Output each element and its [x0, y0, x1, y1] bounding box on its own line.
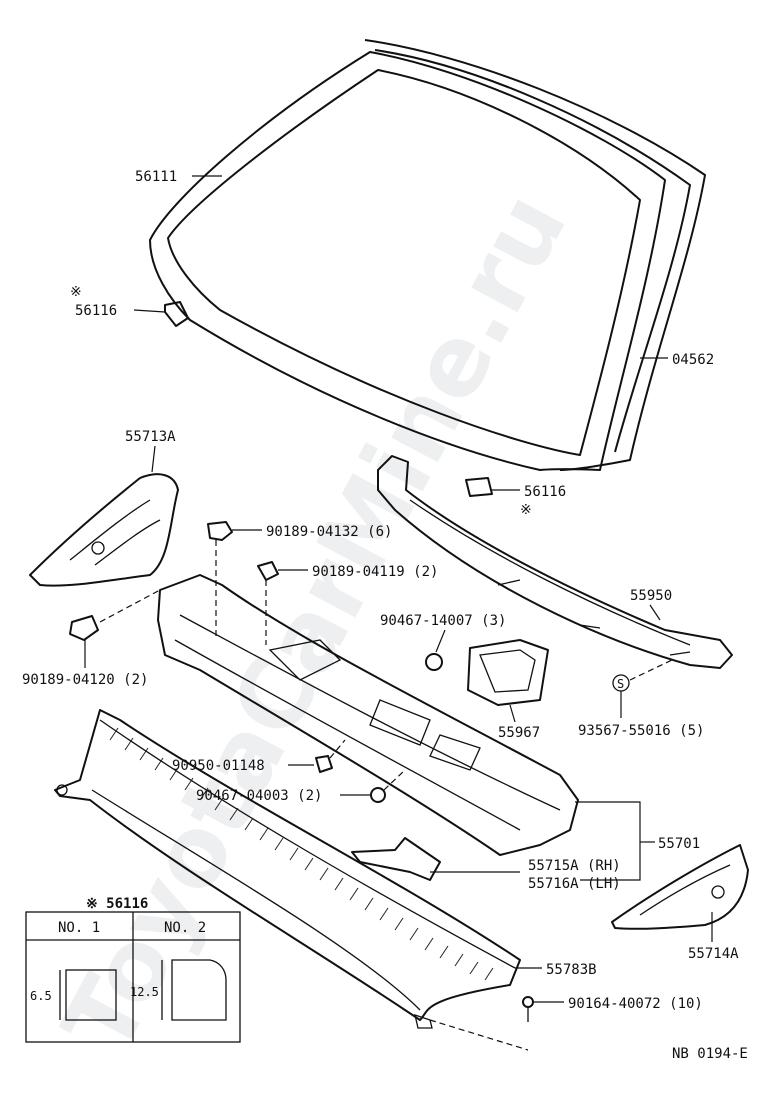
cowl-louver-55783B[interactable]	[54, 709, 521, 1029]
label-55967: 55967	[498, 725, 540, 741]
label-90189-04119: 90189-04119 (2)	[312, 564, 438, 580]
louver-slats	[109, 727, 494, 981]
spacer-block-right[interactable]	[465, 477, 493, 497]
label-90189-04120: 90189-04120 (2)	[22, 672, 148, 688]
clip-90467-04003[interactable]	[370, 787, 386, 803]
bracket-55715A-55716A[interactable]	[351, 837, 441, 881]
spacer-no1-shape	[65, 969, 117, 1021]
clip-90950-01148[interactable]	[315, 755, 333, 773]
label-56116-left: 56116	[75, 303, 117, 319]
label-90950-01148: 90950-01148	[172, 758, 265, 774]
drawing-number: NB 0194-E	[672, 1046, 748, 1062]
label-93567-55016: 93567-55016 (5)	[578, 723, 704, 739]
dim-no1: 6.5	[30, 989, 52, 1003]
windshield-glass[interactable]	[149, 51, 666, 471]
cowl-side-panel-left[interactable]	[29, 473, 179, 587]
label-55701: 55701	[658, 836, 700, 852]
label-55714A: 55714A	[688, 946, 739, 962]
ref-mark-left: ※	[70, 284, 82, 300]
cowl-side-panel-right[interactable]	[611, 844, 749, 930]
detail-col-no2: NO. 2	[164, 920, 206, 936]
cowl-top-seal[interactable]	[377, 455, 733, 669]
windshield-moulding[interactable]	[364, 39, 706, 471]
label-90467-14007: 90467-14007 (3)	[380, 613, 506, 629]
label-55713A: 55713A	[125, 429, 176, 445]
spacer-block-left[interactable]	[164, 301, 189, 327]
label-55715A: 55715A (RH)	[528, 858, 621, 874]
circle-s-mark: S	[617, 677, 624, 691]
label-55783B: 55783B	[546, 962, 597, 978]
clip-90189-04132[interactable]	[207, 521, 233, 541]
grommet-90467-14007[interactable]	[425, 653, 443, 671]
label-90189-04132: 90189-04132 (6)	[266, 524, 392, 540]
spacer-no2-shape	[171, 959, 227, 1021]
label-04562: 04562	[672, 352, 714, 368]
detail-col-no1: NO. 1	[58, 920, 100, 936]
label-56111: 56111	[135, 169, 177, 185]
air-duct-55967[interactable]	[467, 639, 549, 706]
label-90164-40072: 90164-40072 (10)	[568, 996, 703, 1012]
clip-90189-04120[interactable]	[69, 615, 99, 641]
clip-90189-04119[interactable]	[257, 561, 279, 581]
cowl-panel-55701[interactable]	[157, 574, 579, 856]
screw-93567-55016[interactable]: S	[612, 674, 630, 692]
ref-mark-right: ※	[520, 502, 532, 518]
label-55950: 55950	[630, 588, 672, 604]
screw-90164-40072[interactable]	[522, 996, 534, 1022]
label-55716A: 55716A (LH)	[528, 876, 621, 892]
label-56116-right: 56116	[524, 484, 566, 500]
spacer-detail-table: ※ 56116 NO. 1 NO. 2 6.5 12.5	[25, 896, 241, 1043]
label-90467-04003: 90467-04003 (2)	[196, 788, 322, 804]
dim-no2: 12.5	[130, 985, 159, 999]
detail-table-title: ※ 56116	[86, 896, 148, 912]
